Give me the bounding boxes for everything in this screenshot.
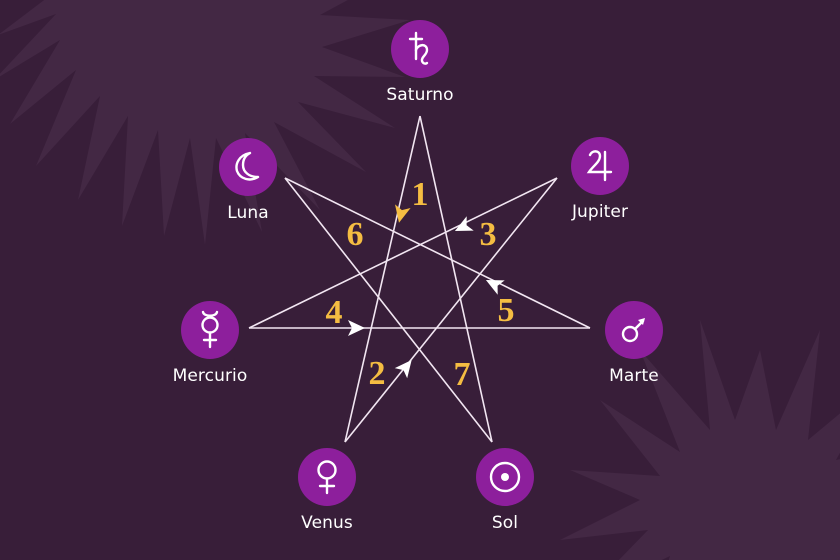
arrow-5-icon: [485, 280, 505, 295]
starburst-bottom-right: [560, 320, 840, 560]
planet-disc: [391, 20, 449, 78]
mars-icon: [621, 318, 645, 343]
sequence-number-5: 5: [497, 292, 515, 329]
planet-label: Luna: [227, 203, 269, 223]
planet-label: Venus: [301, 513, 353, 533]
sequence-number-3: 3: [479, 216, 497, 253]
line-venus-saturno: [344, 115, 421, 443]
starburst-top-left: [0, 0, 410, 245]
planet-label: Mercurio: [172, 366, 248, 386]
heptagram-lines: [248, 115, 591, 443]
arrow-2-icon: [394, 360, 412, 379]
planet-label: Saturno: [386, 85, 454, 105]
planet-label: Jupiter: [571, 202, 629, 222]
sequence-number-4: 4: [325, 294, 343, 331]
line-luna-marte: [284, 177, 591, 329]
planet-disc: [219, 138, 277, 196]
arrow-4-icon: [348, 320, 365, 336]
planet-disc: [298, 448, 356, 506]
line-sol-luna: [284, 177, 493, 443]
sequence-number-2: 2: [368, 355, 386, 392]
planet-disc: [571, 137, 629, 195]
arrow-1-icon: [395, 204, 411, 223]
planet-disc: [476, 448, 534, 506]
sun-icon: [489, 461, 521, 493]
venus-icon: [317, 460, 337, 495]
line-saturno-sol: [419, 115, 493, 443]
jupiter-icon: [586, 150, 613, 182]
planet-label: Sol: [491, 513, 519, 533]
sequence-number-6: 6: [346, 216, 364, 253]
saturn-icon: [408, 31, 429, 65]
planet-disc: [605, 301, 663, 359]
sequence-number-7: 7: [453, 356, 471, 393]
mercury-icon: [201, 310, 219, 349]
planet-disc: [181, 301, 239, 359]
moon-icon: [235, 151, 260, 181]
line-mercurio-jupiter: [248, 177, 558, 329]
sequence-number-1: 1: [411, 176, 429, 213]
line-jupiter-venus: [344, 177, 558, 443]
planet-label: Marte: [609, 366, 659, 386]
arrow-3-icon: [454, 216, 474, 231]
